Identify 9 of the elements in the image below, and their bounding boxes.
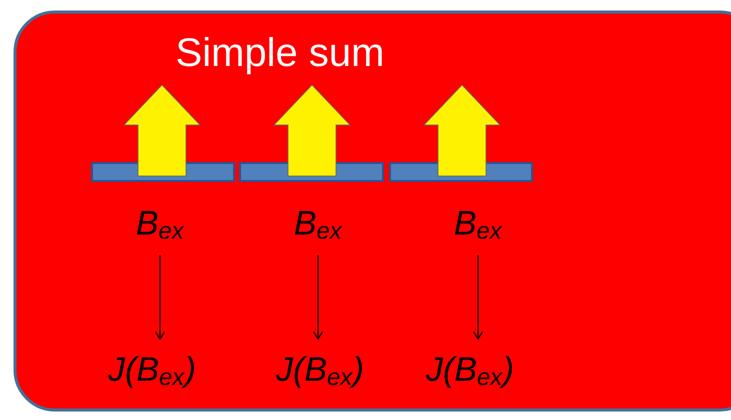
arrow [473, 255, 483, 340]
arrow [155, 255, 166, 340]
variable-label: B$_{ex}$ [294, 211, 342, 239]
variable-label: J(B$_{ex}$) [276, 356, 362, 388]
variable-label: J(B$_{ex}$) [426, 356, 512, 388]
variable-label: J(B$_{ex}$) [108, 356, 194, 388]
variable-label: B$_{ex}$ [136, 211, 184, 239]
variable-label: B$_{ex}$ [454, 211, 502, 239]
arrow [313, 255, 323, 340]
